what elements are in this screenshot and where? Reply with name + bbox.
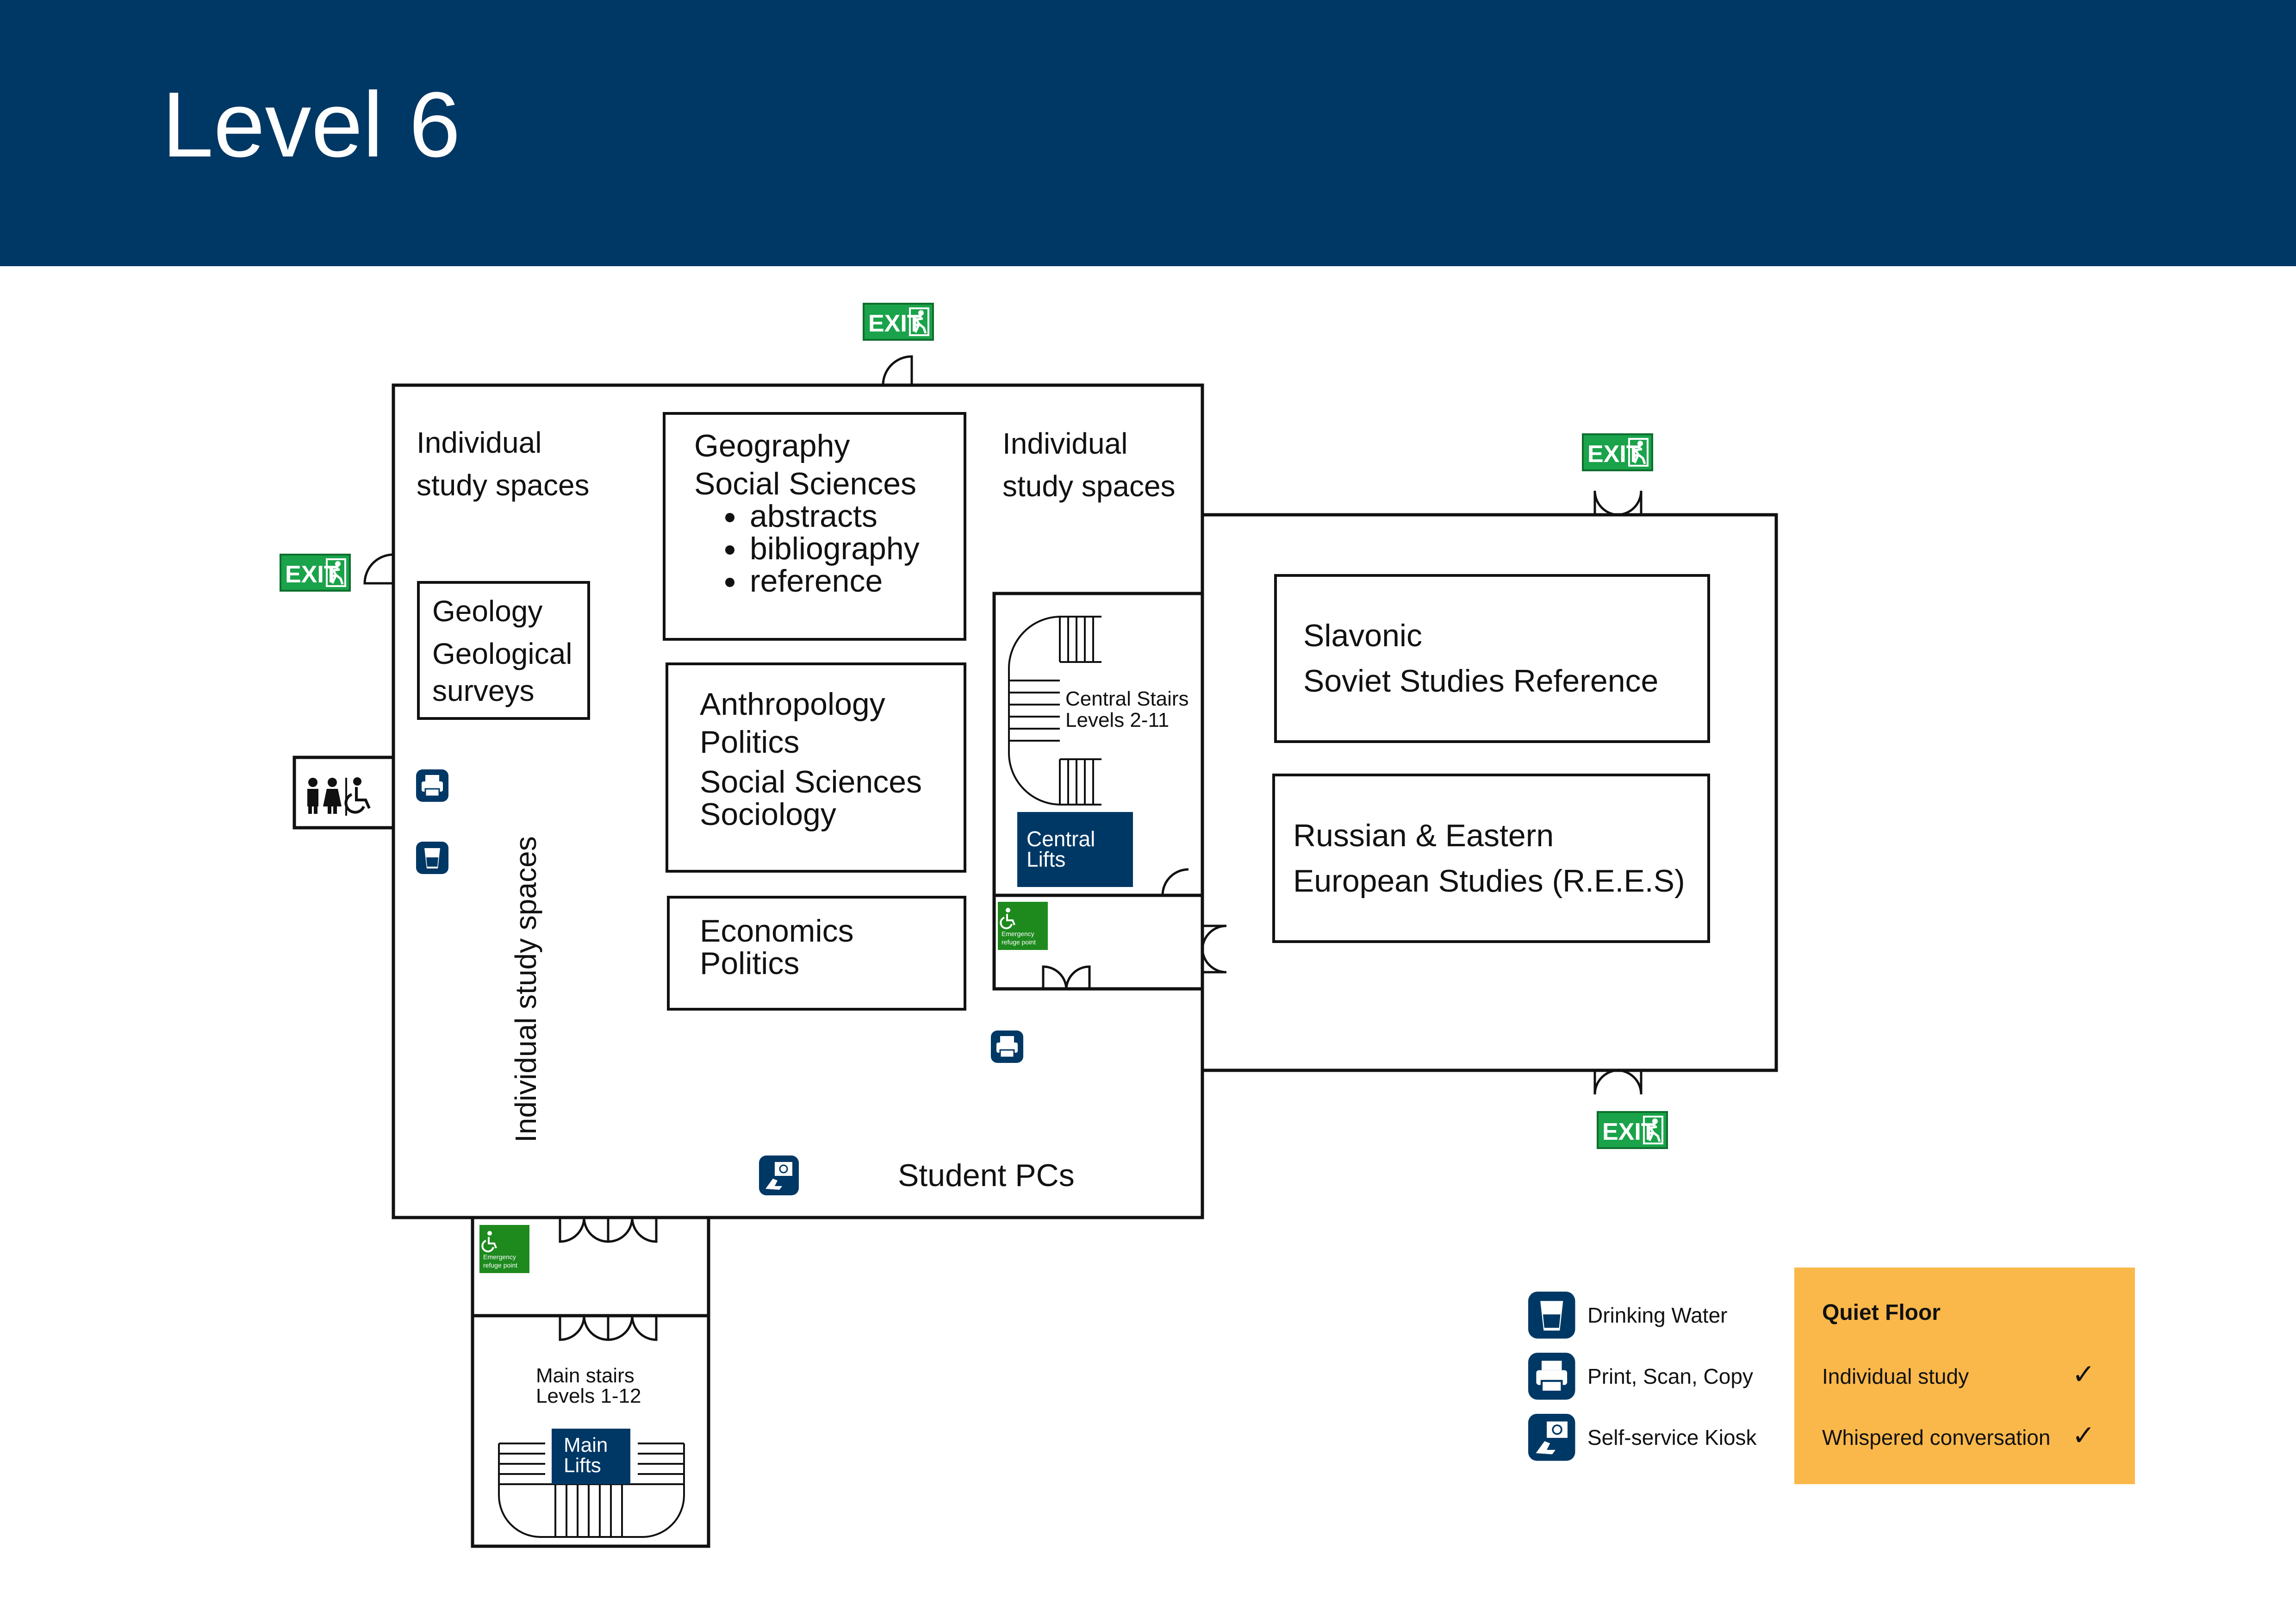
printer-icon <box>990 1030 1024 1064</box>
svg-text:abstracts: abstracts <box>750 499 877 534</box>
room-boxes <box>417 412 1710 1011</box>
svg-text:Individual: Individual <box>1002 427 1127 460</box>
exit-label: EXIT <box>1587 441 1641 468</box>
refuge-sign-central: Emergency refuge point <box>997 901 1049 951</box>
svg-text:study spaces: study spaces <box>1002 469 1176 503</box>
exit-label: EXIT <box>285 561 339 588</box>
main-lifts-label-2: Lifts <box>564 1454 601 1477</box>
svg-text:Sociology: Sociology <box>700 797 836 832</box>
quiet-row-whispered: Whispered conversation <box>1822 1425 2051 1449</box>
svg-text:Individual: Individual <box>417 426 541 459</box>
legend-icon-kiosk <box>1527 1413 1576 1462</box>
legend-icon-printer <box>1528 1353 1575 1400</box>
quiet-floor-panel: Quiet Floor Individual study ✓ Whispered… <box>1794 1268 2135 1484</box>
label-main-stairs: Main stairs Levels 1-12 <box>536 1364 641 1407</box>
central-lifts-label-2: Lifts <box>1027 847 1065 871</box>
central-lifts-label-1: Central <box>1027 827 1095 851</box>
main-lifts-block <box>552 1429 630 1484</box>
svg-text:reference: reference <box>750 563 883 599</box>
label-rees: Russian & Eastern European Studies (R.E.… <box>1293 818 1685 899</box>
svg-text:bibliography: bibliography <box>750 531 920 566</box>
building-walls <box>292 383 1778 1548</box>
svg-text:European Studies (R.E.E.S): European Studies (R.E.E.S) <box>1293 863 1685 899</box>
printer-icon <box>415 768 449 803</box>
svg-text:Levels 2-11: Levels 2-11 <box>1065 709 1169 731</box>
label-individual-study-top-left: Individual study spaces <box>417 426 590 502</box>
svg-text:Soviet Studies Reference: Soviet Studies Reference <box>1303 663 1658 699</box>
drinking-water-icon <box>416 842 448 874</box>
svg-text:Economics: Economics <box>700 913 854 949</box>
refuge-label-1: Emergency <box>1002 930 1034 937</box>
central-lifts-block <box>1017 812 1133 887</box>
svg-text:Geology: Geology <box>432 594 542 628</box>
label-geology: Geology Geological surveys <box>432 594 572 707</box>
refuge-sign-main: Emergency refuge point <box>479 1224 530 1274</box>
label-economics: Economics Politics <box>700 913 854 981</box>
legend-label-kiosk: Self-service Kiosk <box>1587 1425 1757 1449</box>
label-anthropology: Anthropology Politics Social Sciences So… <box>700 687 922 832</box>
exit-sign-top: EXIT <box>864 304 933 340</box>
label-geography: Geography Social Sciences abstracts bibl… <box>694 428 920 599</box>
svg-text:Levels 1-12: Levels 1-12 <box>536 1385 641 1407</box>
svg-text:study spaces: study spaces <box>417 468 590 502</box>
label-central-stairs: Central Stairs Levels 2-11 <box>1065 687 1189 731</box>
svg-text:Social Sciences: Social Sciences <box>694 466 916 501</box>
exit-label: EXIT <box>868 310 922 337</box>
svg-text:Geography: Geography <box>694 428 850 463</box>
svg-text:Main stairs: Main stairs <box>536 1364 635 1387</box>
label-slavonic: Slavonic Soviet Studies Reference <box>1303 618 1658 699</box>
legend-label-print: Print, Scan, Copy <box>1587 1364 1753 1388</box>
exit-label: EXIT <box>1602 1118 1656 1145</box>
page-title: Level 6 <box>162 73 460 176</box>
exit-sign-right-top: EXIT <box>1583 434 1652 470</box>
legend-label-drinking-water: Drinking Water <box>1587 1303 1728 1327</box>
svg-text:Anthropology: Anthropology <box>700 687 885 722</box>
quiet-row-individual-study: Individual study <box>1822 1364 1969 1388</box>
kiosk-icon <box>758 1155 800 1196</box>
refuge-label-1: Emergency <box>483 1253 516 1261</box>
check-icon: ✓ <box>2072 1420 2096 1451</box>
header-banner: Level 6 <box>0 0 2296 266</box>
quiet-floor-title: Quiet Floor <box>1822 1300 1941 1325</box>
label-individual-study-vertical: Individual study spaces <box>509 836 542 1143</box>
svg-text:surveys: surveys <box>432 674 535 707</box>
svg-text:Politics: Politics <box>700 725 799 760</box>
central-stairs-drawing <box>1008 616 1101 806</box>
svg-text:Slavonic: Slavonic <box>1303 618 1422 653</box>
main-lifts-label-1: Main <box>564 1434 608 1456</box>
svg-text:Social Sciences: Social Sciences <box>700 764 922 800</box>
exit-sign-left: EXIT <box>280 555 350 591</box>
toilets-icon <box>307 777 371 816</box>
label-student-pcs: Student PCs <box>898 1158 1075 1193</box>
doors <box>363 355 1643 1341</box>
exit-sign-right-bottom: EXIT <box>1598 1112 1667 1148</box>
svg-text:Politics: Politics <box>700 946 799 981</box>
refuge-label-2: refuge point <box>1002 938 1036 946</box>
label-individual-study-top-right: Individual study spaces <box>1002 427 1176 503</box>
check-icon: ✓ <box>2072 1359 2096 1390</box>
svg-text:Geological: Geological <box>432 637 572 670</box>
svg-text:Central Stairs: Central Stairs <box>1065 687 1189 710</box>
legend-icon-drinking-water <box>1528 1292 1575 1339</box>
refuge-label-2: refuge point <box>483 1262 517 1269</box>
svg-text:Russian & Eastern: Russian & Eastern <box>1293 818 1554 853</box>
